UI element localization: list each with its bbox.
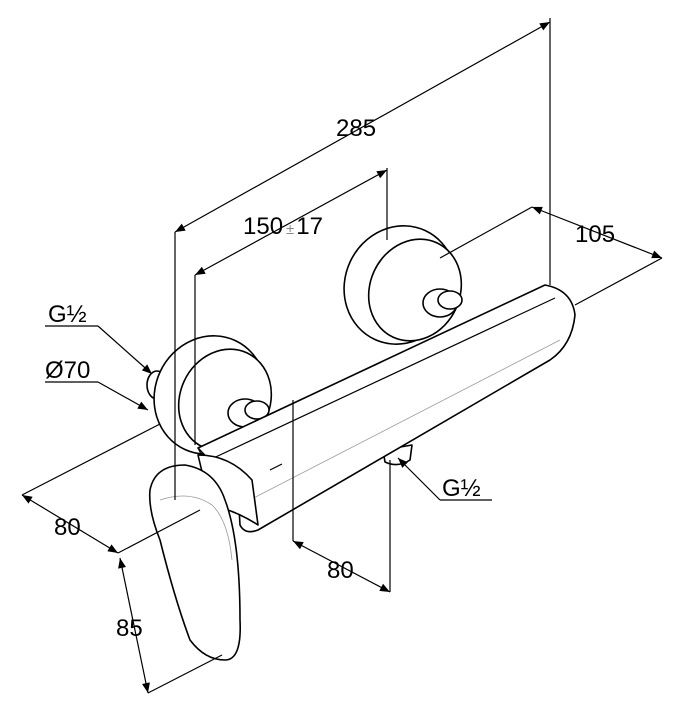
dim-80-bottom-label: 80 bbox=[327, 557, 354, 584]
faucet-outline bbox=[146, 225, 576, 661]
dim-285-label: 285 bbox=[336, 115, 376, 142]
dim-85-label: 85 bbox=[116, 615, 143, 642]
dim-150-label: 150±17 bbox=[243, 213, 323, 240]
rosette-left bbox=[146, 335, 273, 455]
dim-105-label: 105 bbox=[575, 221, 615, 248]
rosette-diameter-label: Ø70 bbox=[45, 357, 90, 384]
lever bbox=[148, 464, 242, 661]
mixer-body bbox=[197, 284, 576, 533]
inlet-thread-label: G½ bbox=[48, 301, 87, 328]
dim-80-left-label: 80 bbox=[54, 514, 81, 541]
dimension-lines bbox=[21, 18, 663, 694]
outlet-thread-label: G½ bbox=[442, 475, 481, 502]
